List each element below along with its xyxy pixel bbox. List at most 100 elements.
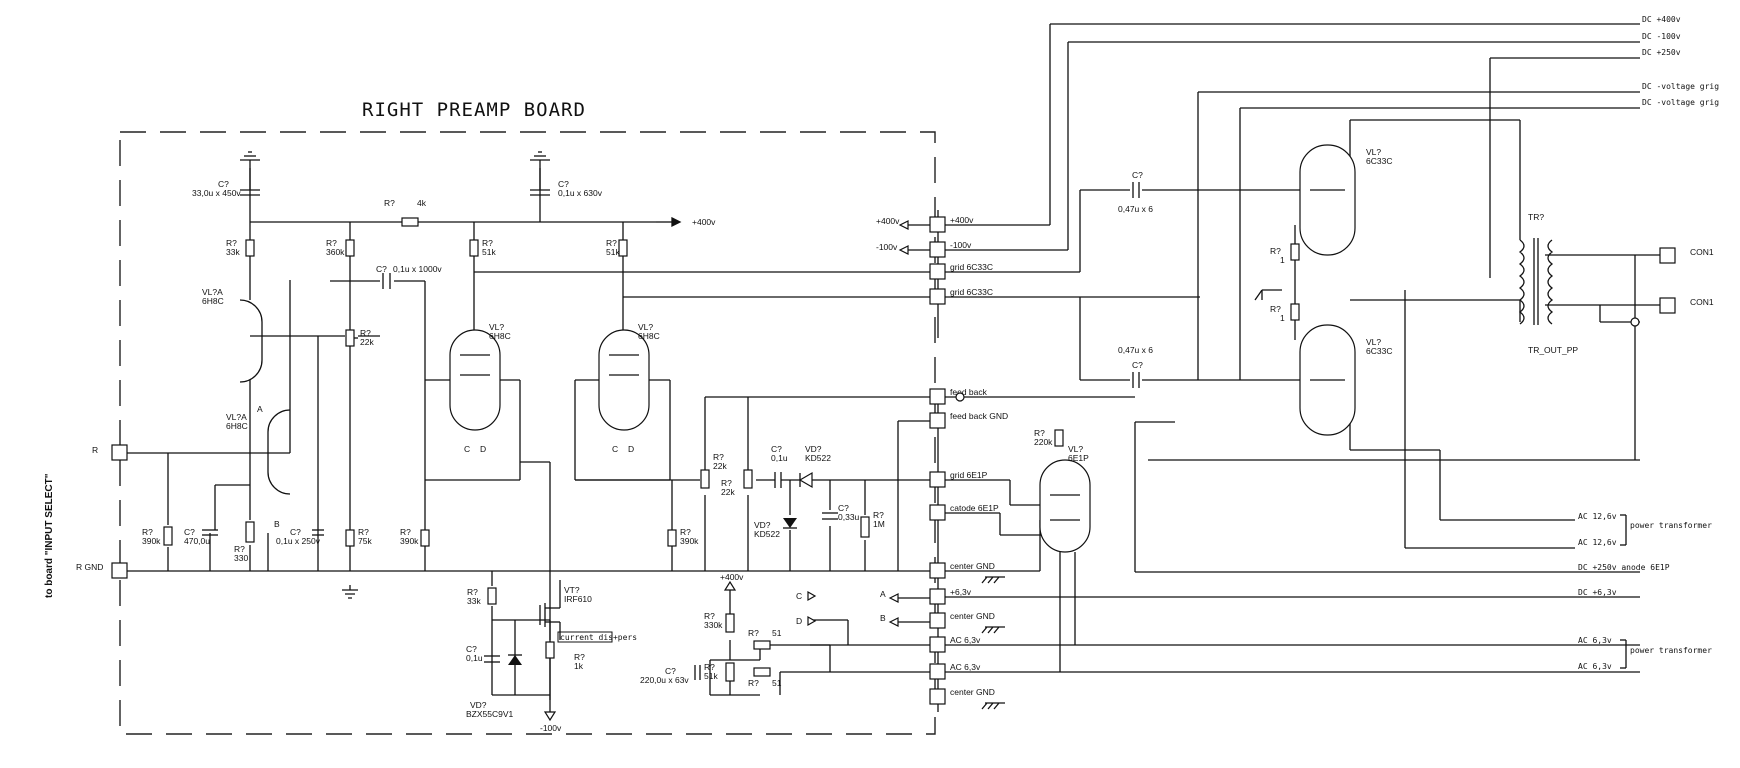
svg-text:VL?A: VL?A	[202, 287, 223, 297]
svg-text:C?: C?	[1132, 360, 1143, 370]
svg-text:51k: 51k	[606, 247, 620, 257]
rail-arrows-top: +400v -100v A B	[876, 216, 930, 627]
svg-text:R?: R?	[482, 238, 493, 248]
connector-j-ac63b: AC 6,3v	[929, 662, 981, 680]
feedback-node	[955, 392, 965, 402]
res-390k-b: R? 390k	[400, 527, 430, 547]
svg-text:330: 330	[234, 553, 248, 563]
svg-text:R?: R?	[1034, 428, 1045, 438]
res-22k-b: R? 22k	[700, 452, 727, 489]
connector-j-cat6e1p: catode 6E1P	[929, 503, 999, 521]
svg-text:360k: 360k	[326, 247, 345, 257]
svg-text:0,1u x 250v: 0,1u x 250v	[276, 536, 321, 546]
svg-text:R?: R?	[384, 198, 395, 208]
connector-label: +400v	[950, 215, 974, 225]
svg-text:C?: C?	[218, 179, 229, 189]
svg-text:1k: 1k	[574, 661, 584, 671]
tube-6e1p: VL? 6E1P	[1039, 444, 1091, 553]
svg-text:1M: 1M	[873, 519, 885, 529]
res-1-b: R? 1	[1270, 303, 1300, 323]
ground-symbol	[981, 626, 1005, 634]
svg-text:VL?: VL?	[1068, 444, 1083, 454]
svg-text:33,0u x 450v: 33,0u x 450v	[192, 188, 241, 198]
chassis-ground-mid	[1254, 289, 1282, 301]
res-22k-c: R? 22k	[721, 469, 753, 497]
svg-text:R?: R?	[467, 587, 478, 597]
svg-text:330k: 330k	[704, 620, 723, 630]
input-r: R	[92, 444, 128, 461]
connector-label: AC 6,3v	[950, 662, 981, 672]
svg-text:+400v: +400v	[720, 572, 744, 582]
res-4k: R? 4k	[384, 198, 427, 227]
svg-text:VL?: VL?	[638, 322, 653, 332]
svg-text:C?: C?	[558, 179, 569, 189]
svg-text:51: 51	[772, 628, 782, 638]
cap-047-b: C? 0,47u x 6	[1118, 345, 1153, 388]
res-33k-a: R? 33k	[226, 238, 255, 257]
svg-text:1: 1	[1280, 255, 1285, 265]
svg-text:1: 1	[1280, 313, 1285, 323]
connector-j-100: -100v	[929, 240, 972, 258]
svg-text:KD522: KD522	[754, 529, 780, 539]
svg-text:22k: 22k	[713, 461, 727, 471]
ground-symbol	[981, 702, 1005, 710]
svg-text:AC 12,6v: AC 12,6v	[1578, 538, 1617, 547]
svg-text:current_dis+pers: current_dis+pers	[560, 633, 637, 642]
tube-vl1a-bot: VL?A 6H8C	[226, 409, 291, 495]
connector-label: feed back	[950, 387, 988, 397]
connector-j-400: +400v	[929, 215, 974, 233]
res-75k: R? 75k	[345, 527, 372, 547]
svg-text:R?: R?	[713, 452, 724, 462]
svg-text:C?: C?	[771, 444, 782, 454]
svg-text:0,1u: 0,1u	[466, 653, 483, 663]
ground-symbol	[981, 576, 1005, 584]
res-330k: R? 330k +400v	[704, 572, 744, 633]
connector-j-cgnd3: center GND	[929, 687, 995, 705]
svg-text:390k: 390k	[680, 536, 699, 546]
board-outline	[119, 131, 936, 735]
svg-text:C: C	[796, 591, 802, 601]
cap-047-a: C? 0,47u x 6	[1118, 170, 1153, 214]
svg-text:R?: R?	[704, 611, 715, 621]
svg-text:BZX55C9V1: BZX55C9V1	[466, 709, 514, 719]
svg-text:22k: 22k	[360, 337, 374, 347]
svg-text:R?: R?	[1270, 304, 1281, 314]
svg-text:51k: 51k	[704, 671, 718, 681]
connector-j-grid2: grid 6C33C	[929, 287, 993, 305]
svg-text:-100v: -100v	[876, 242, 898, 252]
svg-text:DC +250v anode 6E1P: DC +250v anode 6E1P	[1578, 563, 1670, 572]
res-51k-c: R? 51k	[704, 662, 735, 682]
svg-text:R?: R?	[748, 628, 759, 638]
connector-label: +6,3v	[950, 587, 972, 597]
svg-text:R?: R?	[226, 238, 237, 248]
svg-text:B: B	[880, 613, 886, 623]
svg-text:51k: 51k	[482, 247, 496, 257]
svg-text:TR_OUT_PP: TR_OUT_PP	[1528, 345, 1578, 355]
res-1m: R? 1M	[860, 510, 885, 538]
ground-symbol-left	[342, 585, 358, 599]
pot-22k: R? 22k	[345, 328, 374, 347]
svg-text:R GND: R GND	[76, 562, 103, 572]
cap-01u-low: C? 0,1u	[466, 644, 500, 663]
svg-text:R?: R?	[574, 652, 585, 662]
svg-text:C?: C?	[466, 644, 477, 654]
cap-033u: C? 0,33u	[822, 503, 860, 522]
side-label: to board "INPUT SELECT"	[44, 473, 55, 598]
cap-470u: C? 470,0u	[184, 527, 218, 546]
connector-j-grid1: grid 6C33C	[929, 262, 993, 280]
connector-label: AC 6,3v	[950, 635, 981, 645]
connector-label: center GND	[950, 687, 995, 697]
diode-kd522-a: VD? KD522	[798, 444, 831, 489]
connector-label: catode 6E1P	[950, 503, 999, 513]
connector-j-cgnd2: center GND	[929, 611, 995, 629]
svg-text:0,33u: 0,33u	[838, 512, 860, 522]
res-51k-b: R? 51k	[606, 238, 628, 257]
svg-text:VL?: VL?	[1366, 147, 1381, 157]
svg-text:390k: 390k	[142, 536, 161, 546]
svg-text:A: A	[880, 589, 886, 599]
tube-vl1a-top: VL?A 6H8C	[202, 287, 290, 383]
svg-text:R?: R?	[360, 328, 371, 338]
connector-label: feed back GND	[950, 411, 1008, 421]
cap-01u-630: C? 0,1u x 630v	[530, 151, 603, 198]
